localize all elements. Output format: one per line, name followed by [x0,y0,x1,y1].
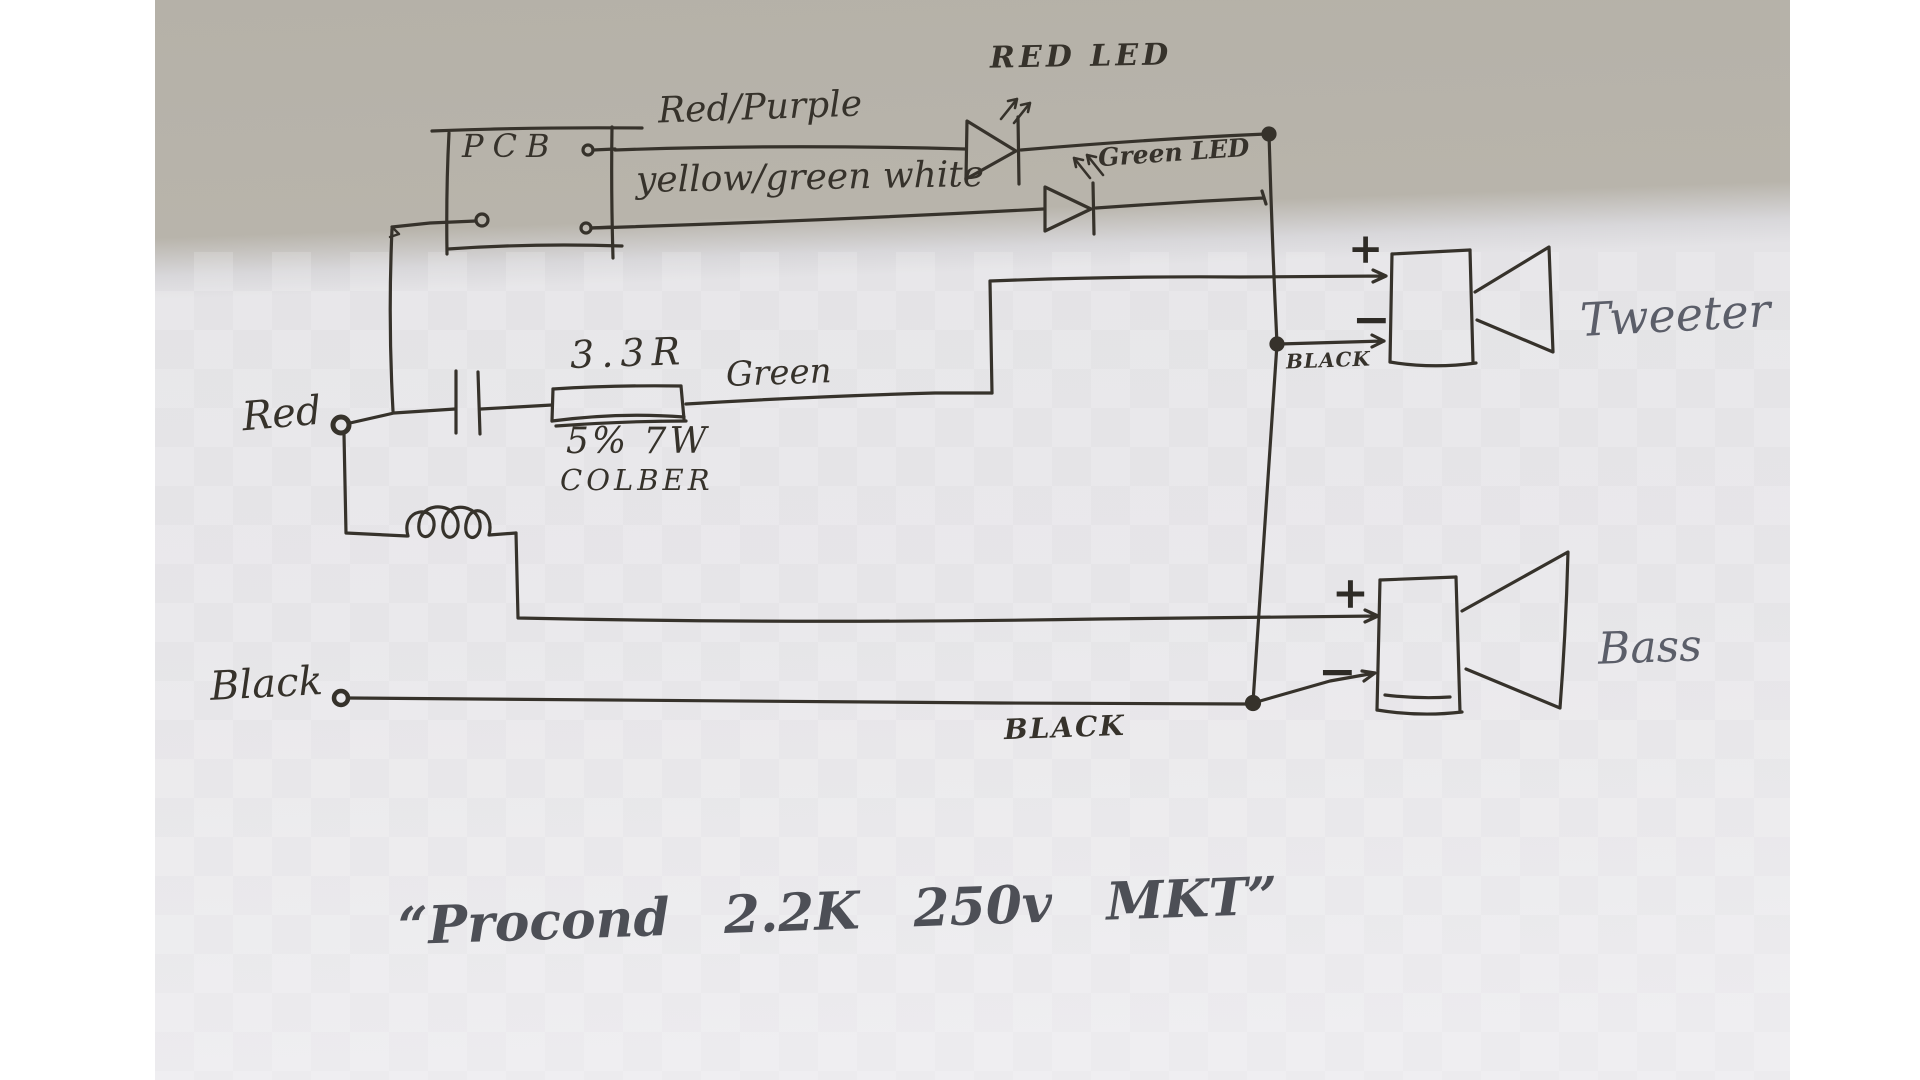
tweeter-plus-sign: + [1348,224,1384,273]
resistor-value-label: 3.3R [569,328,688,378]
wire-redled-to-junction [1019,132,1268,152]
red-led-label: RED LED [989,37,1173,76]
bass-label: Bass [1597,620,1703,675]
wire-yellow-green-white [590,207,1045,230]
black-input-terminal [331,688,351,708]
wire-green-to-tweeter-plus [988,268,1388,395]
paper-texture [155,252,1790,1080]
bass-speaker [1375,550,1570,716]
paper-background [155,0,1790,1080]
red-purple-wire-label: Red/Purple [657,83,863,132]
pcb-box [388,125,644,260]
bottom-black-wire-label: BLACK [1003,708,1127,747]
black-input-label: Black [208,658,324,710]
red-input-terminal [330,414,352,436]
yellow-green-white-wire-label: yellow/green white [635,153,985,202]
pcb-label: PCB [462,127,559,165]
red-input-label: Red [240,387,324,441]
wire-green [684,391,994,406]
green-led-diode [1043,153,1105,236]
wire-black-bottom [347,696,1249,706]
tweeter-label: Tweeter [1578,283,1772,347]
wire-red-down [342,432,409,538]
resistor-brand-label: COLBER [560,463,714,497]
wire-red-to-capacitor [348,407,457,425]
capacitor [454,369,554,436]
tweeter-speaker [1277,245,1555,368]
tweeter-black-wire-label: BLACK [1285,346,1372,374]
wire-red-purple [613,145,967,152]
wire-greenled-to-junction [1094,189,1268,210]
wire-junction-to-bass-minus [1251,669,1377,705]
resistor-spec-label: 5% 7W [566,421,710,462]
bass-plus-sign: + [1332,568,1369,619]
wire-right-vertical-bus [1251,132,1279,704]
inductor-coil [405,505,518,539]
bass-minus-sign: − [1318,644,1357,698]
resistor-box [550,384,688,428]
wire-inductor-to-bass-plus [514,531,1380,624]
tweeter-minus-sign: − [1352,292,1391,346]
green-wire-label: Green [725,351,833,395]
wire-pcb-to-red-node [388,227,395,413]
red-led-diode [964,97,1032,186]
